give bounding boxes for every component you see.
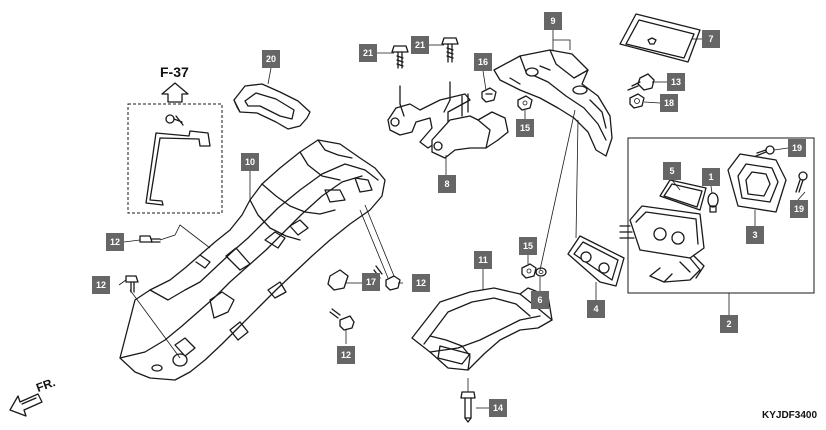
part-8-bracket xyxy=(387,81,509,159)
callout-17[interactable]: 17 xyxy=(362,273,380,291)
callout-10[interactable]: 10 xyxy=(241,153,259,171)
callout-9[interactable]: 9 xyxy=(544,12,562,30)
part-20-strap xyxy=(233,83,311,130)
part-6-washer xyxy=(535,267,547,277)
callout-4[interactable]: 4 xyxy=(587,300,605,318)
callout-13[interactable]: 13 xyxy=(667,73,685,91)
part-17-clip-nut xyxy=(327,269,349,291)
reference-inset xyxy=(127,82,223,214)
part-16-nut xyxy=(481,87,497,103)
part-11-inner-fender xyxy=(411,287,553,371)
part-15-nut-lower xyxy=(521,263,537,279)
part-10-rear-fender xyxy=(119,139,386,381)
callout-2[interactable]: 2 xyxy=(720,315,738,333)
bolts-13-18 xyxy=(627,73,655,109)
callout-15-lower[interactable]: 15 xyxy=(519,237,537,255)
part-14-rivet xyxy=(460,391,476,423)
part-1-bulb xyxy=(707,192,719,213)
callout-12-upper-left[interactable]: 12 xyxy=(106,233,124,251)
part-15-nut-upper xyxy=(517,95,533,111)
callout-7[interactable]: 7 xyxy=(702,30,720,48)
part-3-lens xyxy=(727,153,787,213)
leader-lines xyxy=(118,29,806,409)
callout-16[interactable]: 16 xyxy=(474,53,492,71)
callout-11[interactable]: 11 xyxy=(474,251,492,269)
callout-15-upper[interactable]: 15 xyxy=(516,119,534,137)
callout-1[interactable]: 1 xyxy=(702,168,720,186)
callout-21-right[interactable]: 21 xyxy=(411,36,429,54)
part-5-gasket xyxy=(659,179,707,211)
callout-19-upper[interactable]: 19 xyxy=(788,139,806,157)
callout-14[interactable]: 14 xyxy=(489,399,507,417)
callout-8[interactable]: 8 xyxy=(438,175,456,193)
callout-19-lower[interactable]: 19 xyxy=(790,200,808,218)
tail-light-housing xyxy=(619,205,705,283)
tail-light-box xyxy=(627,137,815,294)
bolts-21 xyxy=(391,37,459,69)
reference-label: F-37 xyxy=(160,64,189,80)
callout-12-lower-left[interactable]: 12 xyxy=(92,276,110,294)
callout-20[interactable]: 20 xyxy=(262,50,280,68)
callout-3[interactable]: 3 xyxy=(746,226,764,244)
bolts-12 xyxy=(125,235,401,331)
part-7-reflector xyxy=(619,13,701,63)
callout-5[interactable]: 5 xyxy=(663,162,681,180)
callout-18[interactable]: 18 xyxy=(660,94,678,112)
callout-12-right[interactable]: 12 xyxy=(412,274,430,292)
screws-19 xyxy=(755,145,808,193)
callout-6[interactable]: 6 xyxy=(531,291,549,309)
part-4-base xyxy=(567,235,625,287)
part-9-plate-bracket xyxy=(493,49,613,157)
callout-12-bottom[interactable]: 12 xyxy=(337,346,355,364)
front-direction-arrow-icon xyxy=(9,393,43,417)
callout-21-left[interactable]: 21 xyxy=(359,44,377,62)
diagram-code: KYJDF3400 xyxy=(762,410,818,421)
